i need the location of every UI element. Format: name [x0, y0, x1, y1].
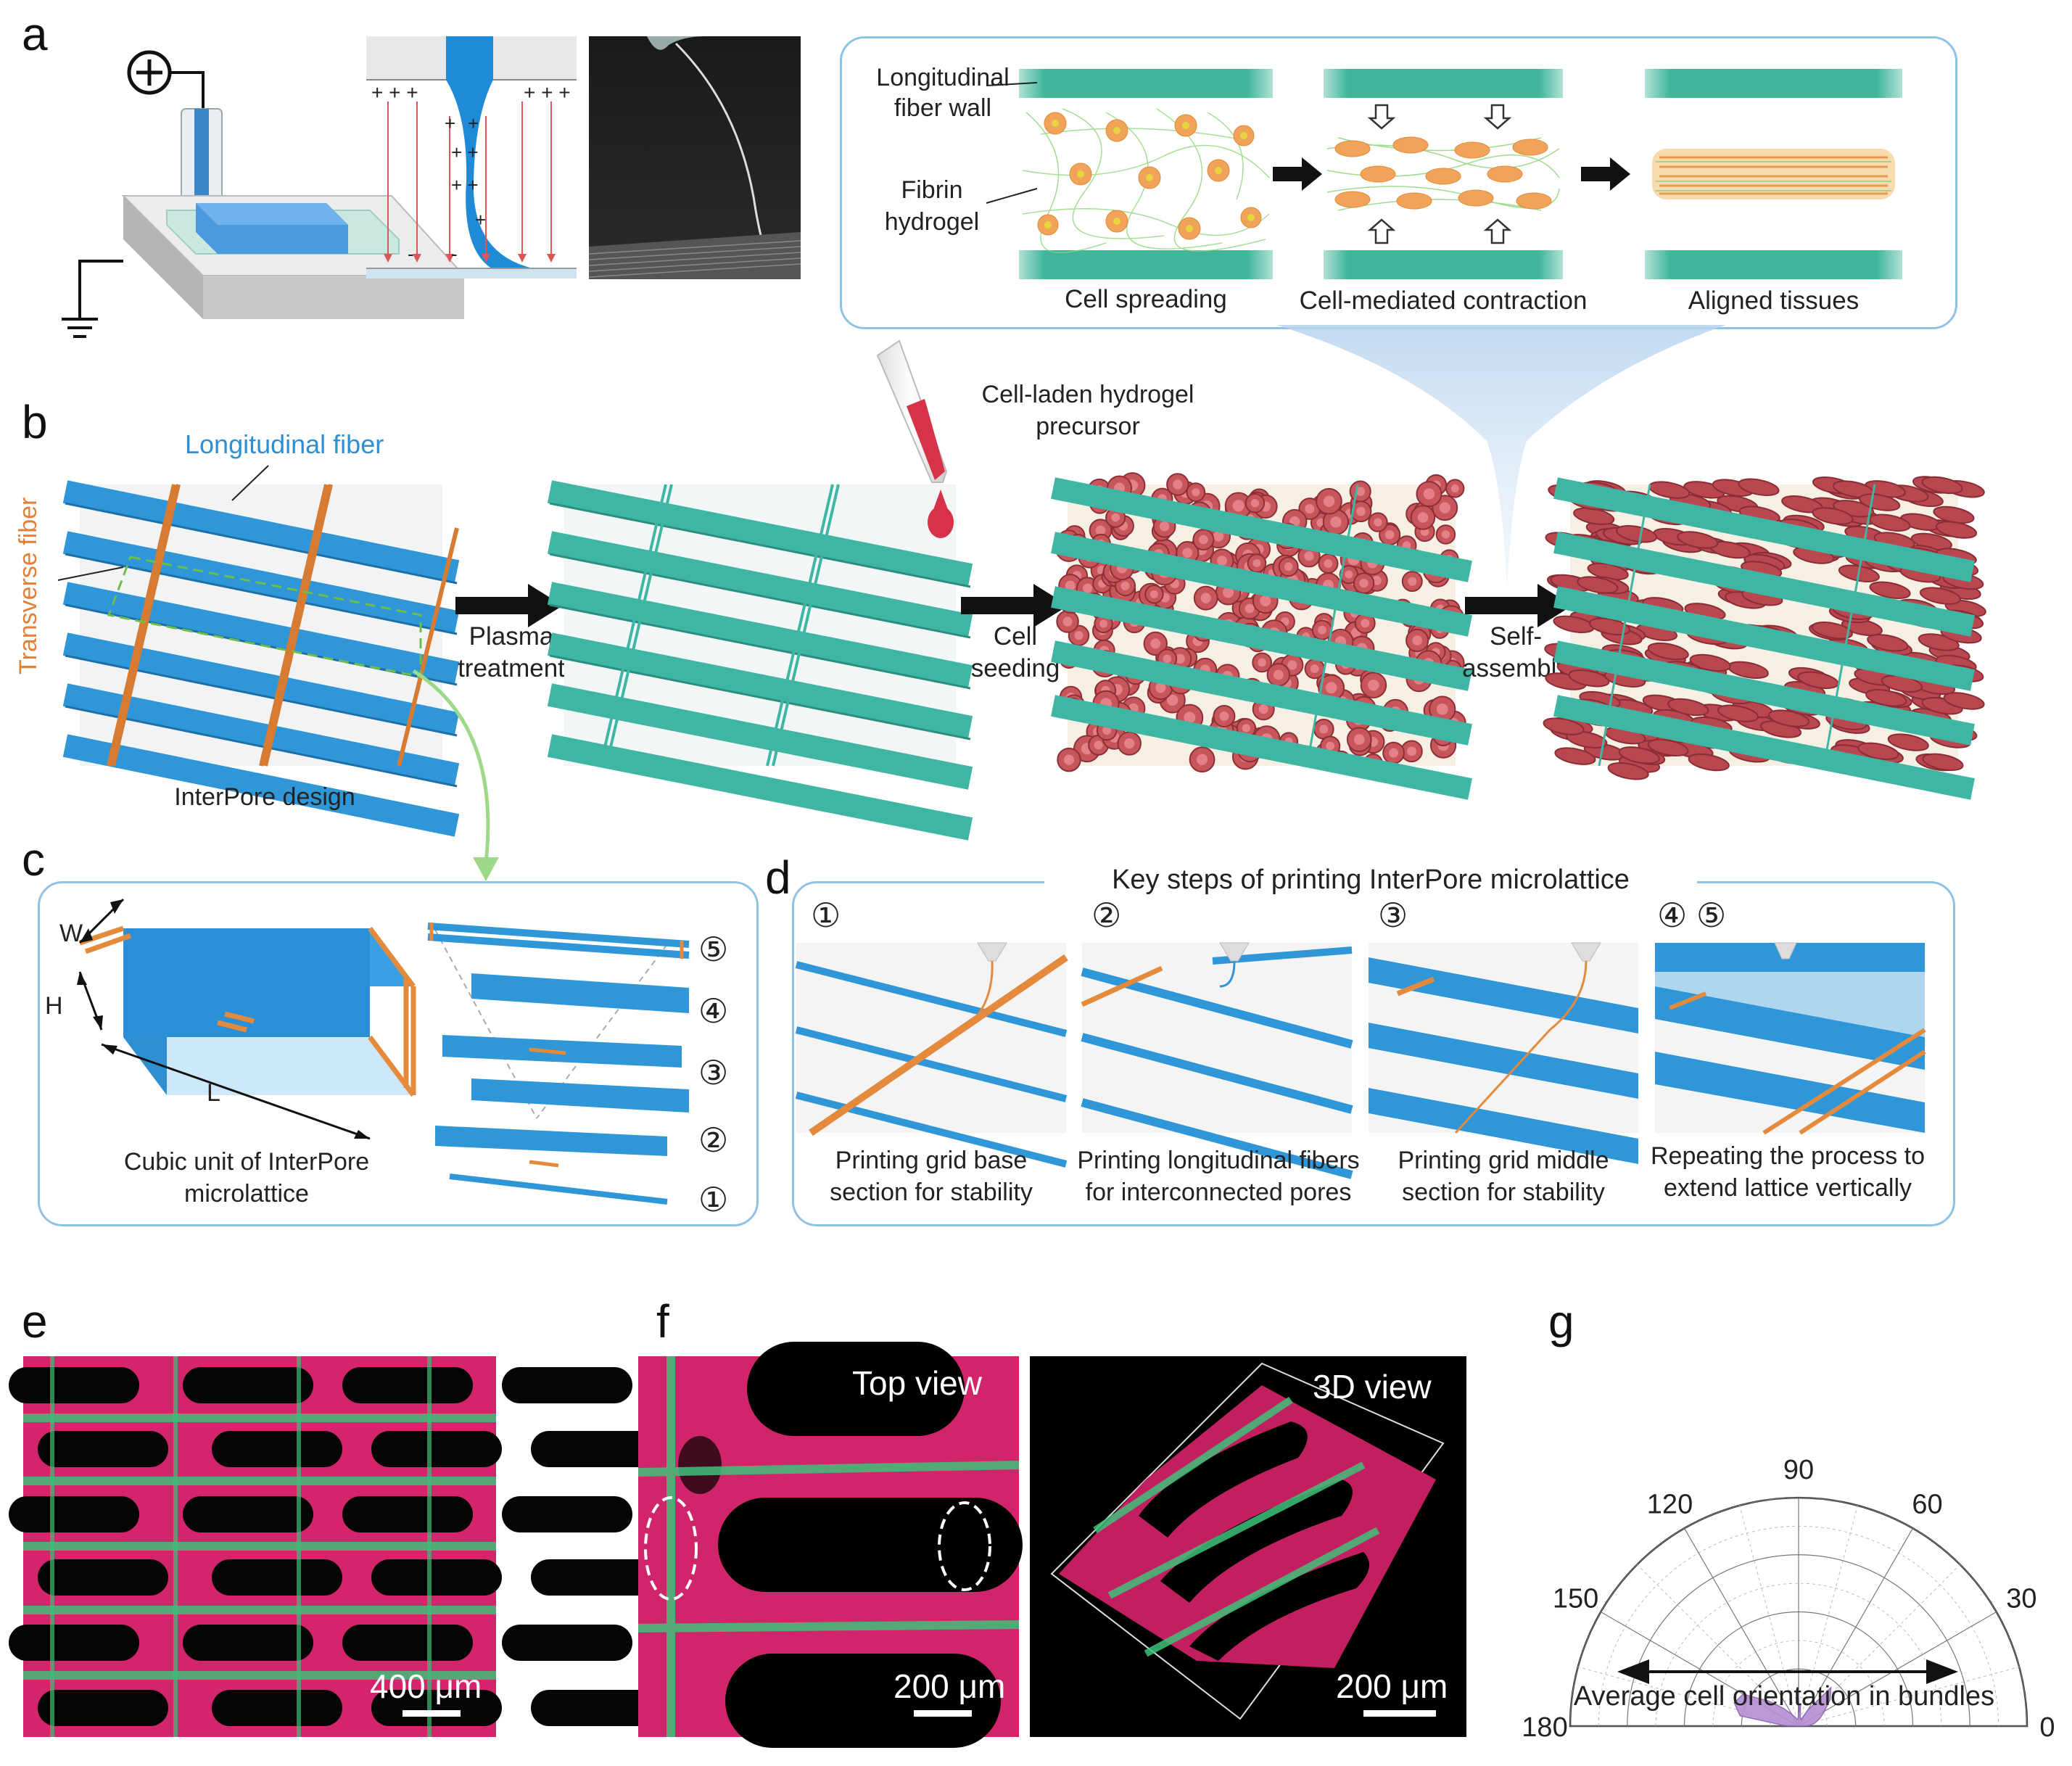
- double-arrow-icon: [1617, 1659, 1958, 1684]
- scale-bar-e: [403, 1710, 461, 1717]
- polar-tick-90: 90: [1783, 1455, 1814, 1485]
- panel-label-e: e: [22, 1295, 48, 1348]
- cell-spreading-label: Cell spreading: [1065, 285, 1227, 313]
- layer-2: ②: [698, 1121, 729, 1159]
- w-label: W: [59, 920, 83, 947]
- jet-photo: [588, 36, 801, 279]
- scale-label-f-left: 200 μm: [893, 1667, 1006, 1705]
- pipette-icon: [876, 339, 954, 538]
- cell-seeded-render: [1051, 472, 1472, 800]
- cell-mediated-contraction-label: Cell-mediated contraction: [1299, 286, 1588, 315]
- exploded-layers-render: [427, 915, 690, 1209]
- top-view-label: Top view: [852, 1364, 982, 1402]
- step-45-render: [1655, 942, 1926, 1135]
- step-3-render: [1369, 942, 1638, 1164]
- panel-label-a: a: [22, 8, 48, 60]
- stage-contraction-illustration: [1324, 69, 1563, 279]
- aligned-tissues-label: Aligned tissues: [1688, 286, 1860, 315]
- confocal-3d-view: [1030, 1356, 1466, 1737]
- arrow-plasma: [455, 584, 563, 627]
- stage-cell-spreading-illustration: [1019, 69, 1273, 279]
- cell-seeding-label: Cell seeding: [970, 622, 1060, 682]
- l-label: L: [207, 1079, 220, 1107]
- arrow-seeding: [961, 584, 1068, 627]
- longitudinal-fiber-wall-label: Longitudinal fiber wall: [876, 64, 1010, 122]
- polar-series: [1733, 1686, 1832, 1727]
- charge-jet-5: +: [475, 209, 487, 231]
- polar-grid: [1569, 1496, 2028, 1728]
- transverse-pointer: [57, 566, 124, 581]
- self-assembly-label: Self- assembly: [1462, 622, 1569, 682]
- charge-jet-4: + +: [451, 174, 479, 196]
- step-45-number: ④ ⑤: [1657, 896, 1727, 934]
- panel-label-c: c: [22, 833, 45, 886]
- layer-3: ③: [698, 1054, 729, 1092]
- step-3-caption: Printing grid middle section for stabili…: [1398, 1147, 1609, 1206]
- charge-jet-1: +: [445, 112, 456, 134]
- h-label: H: [45, 992, 63, 1020]
- cell-laden-precursor-label: Cell-laden hydrogel precursor: [981, 381, 1194, 440]
- zoom-funnel: [1276, 325, 1726, 593]
- step-1-caption: Printing grid base section for stability: [830, 1147, 1033, 1206]
- panel-label-f: f: [656, 1295, 669, 1348]
- interpore-design-label: InterPore design: [174, 783, 355, 811]
- polar-tick-150: 150: [1553, 1584, 1598, 1614]
- cubic-unit-render: [51, 898, 428, 1175]
- step-2-render: [1081, 942, 1353, 1179]
- scale-bar-f-left: [914, 1710, 972, 1717]
- step-2-caption: Printing longitudinal fibers for interco…: [1077, 1147, 1360, 1206]
- polar-area-series: [1733, 1686, 1832, 1727]
- 3d-view-label: 3D view: [1313, 1368, 1432, 1406]
- polar-tick-60: 60: [1912, 1490, 1942, 1520]
- step-1-render: [795, 942, 1068, 1168]
- scale-label-f-right: 200 μm: [1336, 1667, 1448, 1705]
- taylor-cone-schematic: [366, 36, 577, 283]
- confocal-image-e: [9, 1356, 661, 1737]
- polar-tick-120: 120: [1647, 1490, 1693, 1520]
- charges-left: + + +: [371, 81, 418, 104]
- panel-label-g: g: [1548, 1295, 1574, 1348]
- layer-1: ①: [698, 1181, 729, 1218]
- fibrin-hydrogel-label: Fibrin hydrogel: [884, 176, 980, 236]
- minus-right: -: [451, 243, 458, 265]
- polar-tick-0: 0: [2039, 1712, 2055, 1743]
- stage-aligned-illustration: [1645, 69, 1902, 279]
- step-1-number: ①: [811, 896, 841, 934]
- polar-tick-180: 180: [1522, 1712, 1567, 1743]
- step-2-number: ②: [1091, 896, 1122, 934]
- panel-label-b: b: [22, 396, 48, 448]
- charge-jet-3: + +: [451, 141, 479, 163]
- aligned-tissue-render: [1543, 476, 1986, 800]
- charges-right: + + +: [524, 81, 571, 104]
- charge-jet-2: +: [468, 112, 479, 134]
- step-3-number: ③: [1378, 896, 1408, 934]
- plasma-treatment-label: Plasma treatment: [458, 622, 565, 682]
- arrow-self-assembly: [1465, 584, 1572, 627]
- transverse-fiber-label: Transverse fiber: [15, 497, 42, 674]
- arrow-right-1: [1273, 157, 1322, 191]
- arrow-right-2: [1581, 157, 1630, 191]
- polar-xlabel: Average cell orientation in bundles: [1573, 1681, 1995, 1712]
- layer-5: ⑤: [698, 931, 729, 968]
- polar-orientation-chart: 0 30 60 90 120 150 180: [1522, 1455, 2055, 1743]
- interpore-design-render: [62, 480, 460, 837]
- polar-tick-30: 30: [2006, 1584, 2036, 1614]
- polar-tick-labels: 0 30 60 90 120 150 180: [1522, 1455, 2055, 1743]
- plasma-treated-render: [547, 480, 973, 841]
- longitudinal-pointer: [231, 465, 269, 501]
- confocal-top-view: [637, 1342, 1023, 1748]
- longitudinal-fiber-label: Longitudinal fiber: [185, 429, 384, 459]
- scale-label-e: 400 μm: [370, 1667, 482, 1705]
- electrowriting-printer-illustration: [58, 44, 471, 370]
- zoom-arrow-to-c: [412, 669, 499, 881]
- minus-left: -: [408, 243, 414, 265]
- step-45-caption: Repeating the process to extend lattice …: [1650, 1142, 1926, 1202]
- layer-4: ④: [698, 992, 729, 1030]
- scale-bar-f-right: [1363, 1710, 1436, 1717]
- label-leader-lines: [986, 82, 1038, 204]
- panel-label-d: d: [765, 851, 791, 904]
- cubic-unit-caption: Cubic unit of InterPore microlattice: [123, 1148, 370, 1208]
- printing-steps-title: Key steps of printing InterPore microlat…: [1044, 865, 1697, 896]
